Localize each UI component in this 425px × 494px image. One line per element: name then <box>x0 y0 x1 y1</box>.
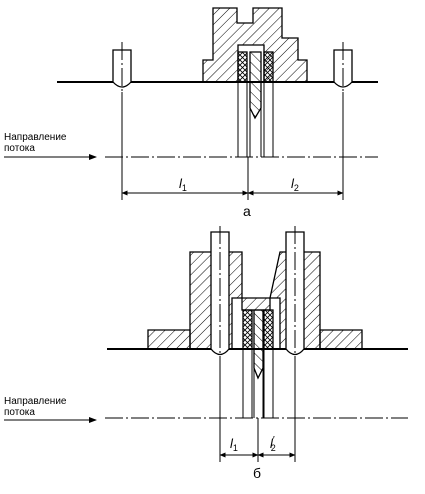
flange-base-b <box>147 329 191 350</box>
probe-tube-a <box>237 82 274 157</box>
seal-left-a <box>237 51 248 83</box>
flow-direction-label-b-line1: Направление <box>4 396 67 407</box>
probe-tube-b <box>242 349 274 418</box>
seal-right-b <box>263 309 274 350</box>
flange-base-right-b <box>319 329 363 350</box>
diagram-b: Направление потока l1 l′2 б <box>4 226 408 481</box>
diagram-a: Направление потока l1 l2 а <box>4 7 378 219</box>
right-pressure-tap-a <box>333 42 353 92</box>
left-tube-b <box>210 226 230 360</box>
probe-stem-b <box>253 309 264 380</box>
cap-b <box>241 297 271 311</box>
seal-right-a <box>263 51 274 83</box>
caption-a: а <box>243 203 251 219</box>
dimension-lines-b <box>219 360 296 462</box>
dimension-l2-prime-b: l′2 <box>270 435 276 453</box>
dimension-l1-b: l1 <box>230 436 238 453</box>
fitting-body-a <box>202 7 308 83</box>
dimension-lines-a <box>121 92 344 200</box>
dimension-l1-a: l1 <box>179 176 187 193</box>
right-tube-b <box>285 226 305 360</box>
flow-direction-label-a-line1: Направление <box>4 132 67 143</box>
left-pressure-tap-a <box>112 42 132 92</box>
probe-stem-a <box>249 51 262 120</box>
caption-b: б <box>253 465 261 481</box>
flow-direction-label-a-line2: потока <box>4 143 35 154</box>
dimension-l2-a: l2 <box>291 176 299 193</box>
flow-direction-label-b-line2: потока <box>4 407 35 418</box>
seal-left-b <box>242 309 253 350</box>
